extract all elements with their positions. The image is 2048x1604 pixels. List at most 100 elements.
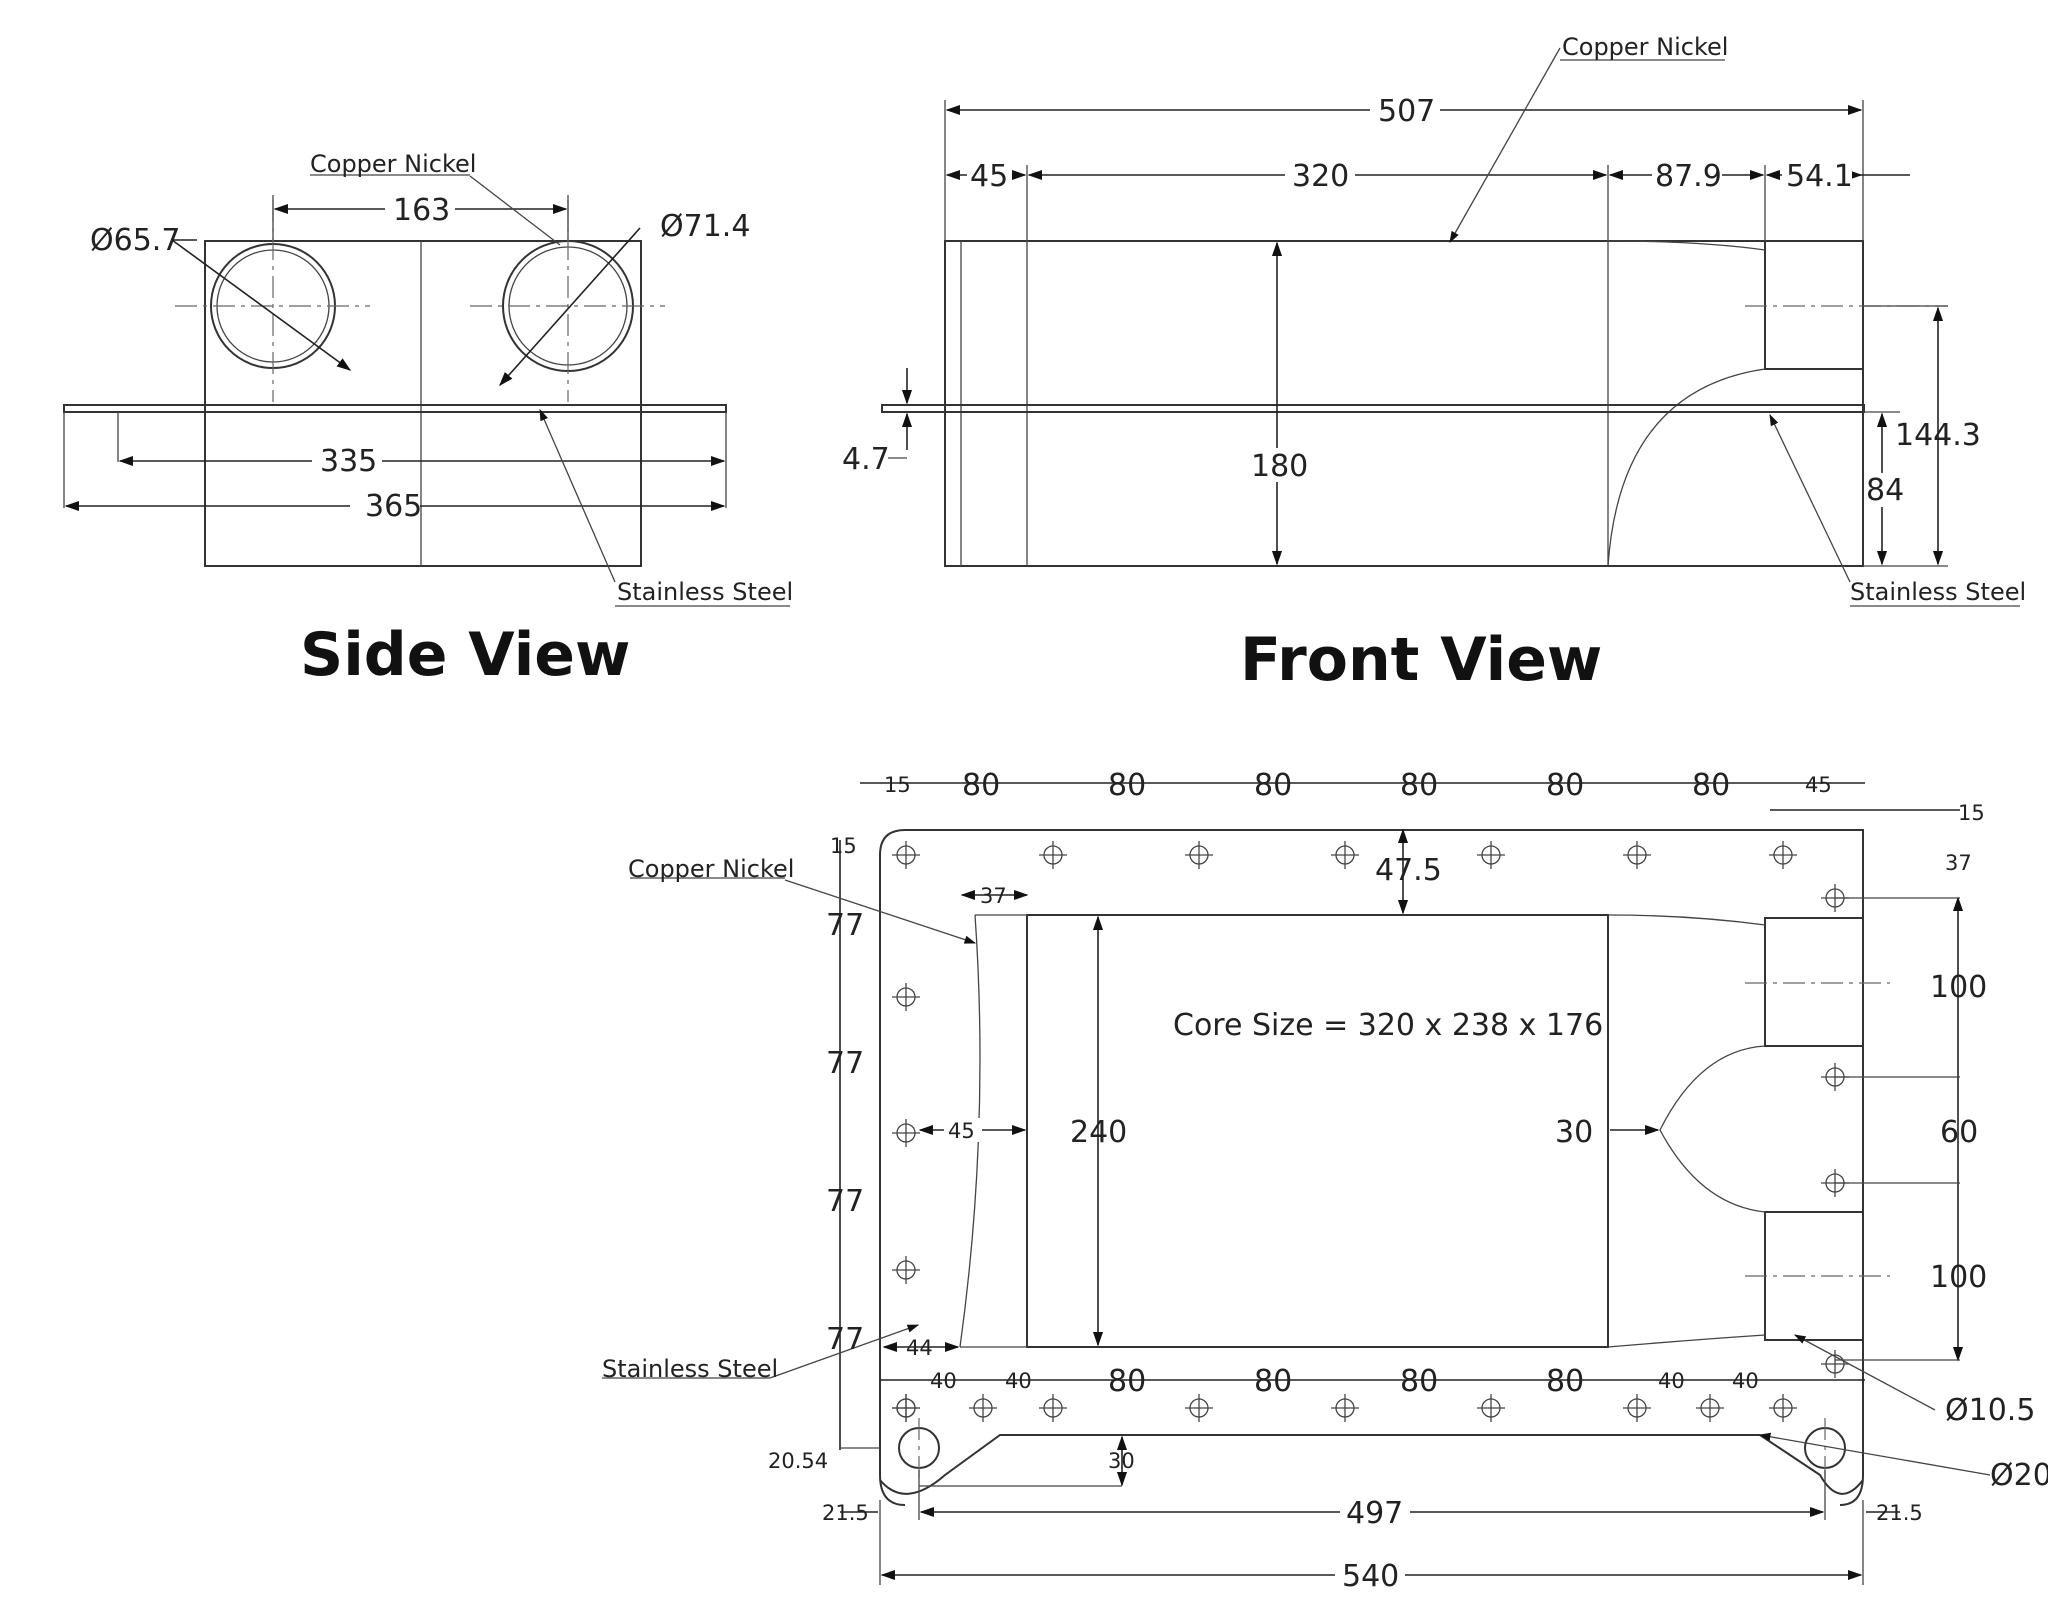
plan-top-45: 45 xyxy=(1805,773,1832,797)
front-outlet xyxy=(1764,240,1864,370)
side-view-title: Side View xyxy=(300,620,630,690)
front-dim-541-mask xyxy=(1782,158,1852,192)
plan-core xyxy=(1026,914,1609,1348)
plan-top-80: 80 xyxy=(1254,768,1292,803)
plan-outlet-top xyxy=(1764,917,1864,1047)
plan-215-right: 21.5 xyxy=(1876,1501,1923,1525)
plan-cu-label: Copper Nickel xyxy=(628,855,794,883)
plan-bottom-labels: 40 40 80 80 80 80 40 40 xyxy=(930,1364,1759,1399)
front-84-label: 84 xyxy=(1866,473,1904,508)
front-ss-leader xyxy=(1769,413,1851,583)
plan-plate-outline xyxy=(879,829,1864,1506)
plan-2054-label: 20.54 xyxy=(768,1449,828,1473)
side-dim-365-mask xyxy=(350,489,420,523)
side-ss-leader xyxy=(539,408,616,583)
plan-44-label: 44 xyxy=(906,1336,933,1360)
plan-bottom-dim: 80 xyxy=(1108,1364,1146,1399)
plan-right-15: 15 xyxy=(1958,801,1985,825)
side-cu-label: Copper Nickel xyxy=(310,150,476,178)
front-cu-leader xyxy=(1449,47,1561,244)
plan-bottom-dim: 40 xyxy=(1658,1369,1685,1393)
front-body-outline xyxy=(944,240,1864,567)
side-view xyxy=(63,174,790,607)
front-ss-label: Stainless Steel xyxy=(1850,578,2026,606)
front-dim-84-mask xyxy=(1866,473,1902,507)
plan-d20-leader xyxy=(1758,1432,1991,1476)
plan-497-label: 497 xyxy=(1346,1496,1403,1531)
side-365-label: 365 xyxy=(365,489,422,524)
plan-view xyxy=(602,782,1991,1592)
plan-d20-label: Ø20 xyxy=(1990,1458,2048,1493)
side-dia-left-label: Ø65.7 xyxy=(90,223,180,258)
plan-bottom-dim: 40 xyxy=(1732,1369,1759,1393)
side-body-outline xyxy=(204,240,642,567)
front-180-label: 180 xyxy=(1251,449,1308,484)
plan-top-80: 80 xyxy=(1400,768,1438,803)
front-879-label: 87.9 xyxy=(1655,159,1722,194)
plan-split xyxy=(1659,1045,1766,1213)
plan-bottom-dim: 80 xyxy=(1546,1364,1584,1399)
side-dim-335-mask xyxy=(312,444,382,478)
plan-bottom-dim: 80 xyxy=(1400,1364,1438,1399)
front-dim-180-mask xyxy=(1250,448,1312,482)
plan-dim-540-mask xyxy=(1335,1558,1405,1592)
plan-bottom-dim: 80 xyxy=(1254,1364,1292,1399)
front-dim-45-mask xyxy=(967,158,1012,192)
plan-left-15: 15 xyxy=(830,834,857,858)
front-47-label: 4.7 xyxy=(842,442,890,477)
side-163-label: 163 xyxy=(393,193,450,228)
side-dim-163-mask xyxy=(385,192,455,226)
plan-left-77: 77 xyxy=(826,1046,864,1081)
side-dia-left-leader xyxy=(171,239,352,371)
plan-45-inner: 45 xyxy=(948,1119,975,1143)
plan-37-top: 37 xyxy=(980,884,1007,908)
plan-475-label: 47.5 xyxy=(1375,853,1442,888)
plan-top-80: 80 xyxy=(1692,768,1730,803)
plan-left-77: 77 xyxy=(826,1322,864,1357)
plan-215-left: 21.5 xyxy=(822,1501,869,1525)
front-541-label: 54.1 xyxy=(1786,159,1853,194)
front-curve xyxy=(1607,368,1766,567)
bolt-holes xyxy=(892,841,1849,1422)
side-335-label: 335 xyxy=(320,444,377,479)
plan-bottom-dim: 40 xyxy=(1005,1369,1032,1393)
plan-top-80: 80 xyxy=(1546,768,1584,803)
front-dim-507-mask xyxy=(1370,93,1440,127)
plan-top-15: 15 xyxy=(884,773,911,797)
plan-30-mid-label: 30 xyxy=(1555,1115,1593,1150)
front-507-label: 507 xyxy=(1378,94,1435,129)
front-plate xyxy=(881,404,1865,413)
plan-d105-leader xyxy=(1793,1334,1936,1411)
front-cu-label: Copper Nickel xyxy=(1562,33,1728,61)
front-dim-320-mask xyxy=(1285,158,1355,192)
plan-left-77: 77 xyxy=(826,908,864,943)
side-dia-right-leader xyxy=(499,227,641,387)
plan-100-top: 100 xyxy=(1930,970,1987,1005)
side-ss-label: Stainless Steel xyxy=(617,578,793,606)
front-320-label: 320 xyxy=(1292,159,1349,194)
side-cu-leader xyxy=(469,175,561,246)
plan-dim-497-mask xyxy=(1340,1495,1410,1529)
front-45-label: 45 xyxy=(970,159,1008,194)
plan-cu-leader xyxy=(784,879,977,944)
plan-plate-bottom xyxy=(879,1434,1864,1495)
front-1443-label: 144.3 xyxy=(1895,418,1981,453)
front-taper xyxy=(1607,240,1766,251)
plan-60: 60 xyxy=(1940,1115,1978,1150)
plan-100-bot: 100 xyxy=(1930,1260,1987,1295)
plan-bottom-dim: 40 xyxy=(930,1369,957,1393)
plan-30-bot-label: 30 xyxy=(1108,1449,1135,1473)
plan-ss-leader xyxy=(769,1324,920,1379)
front-dim-879-mask xyxy=(1652,158,1722,192)
side-dia-right-label: Ø71.4 xyxy=(660,209,750,244)
core-size-note: Core Size = 320 x 238 x 176 xyxy=(1173,1008,1603,1043)
front-view xyxy=(881,47,2020,607)
side-plate xyxy=(63,404,727,413)
plan-37-right: 37 xyxy=(1945,851,1972,875)
plan-top-80: 80 xyxy=(1108,768,1146,803)
plan-d105-label: Ø10.5 xyxy=(1945,1393,2035,1428)
